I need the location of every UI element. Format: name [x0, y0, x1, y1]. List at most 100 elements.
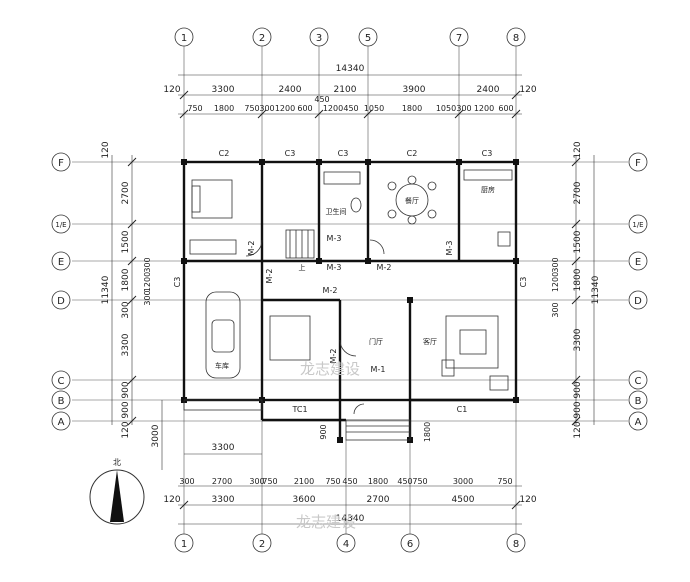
- door-tag: M-3: [327, 263, 342, 272]
- bottom-dim: 4500: [452, 495, 475, 505]
- door-tag: M-2: [329, 349, 338, 364]
- axis-bottom-5: 8: [513, 539, 519, 550]
- left-dim: 900: [121, 401, 131, 418]
- axis-top-5: 7: [456, 33, 462, 44]
- watermark: 龙志建设: [300, 360, 360, 378]
- top-dim: 120: [163, 85, 180, 95]
- right-inner-dim: 1200: [551, 272, 560, 292]
- axis-bottom-2: 2: [259, 539, 265, 550]
- top-dim-small: 450: [343, 104, 358, 113]
- left-dim: 1800: [121, 268, 131, 291]
- axis-bottom-3: 4: [343, 539, 349, 550]
- top-total-dim: 14340: [336, 64, 365, 74]
- right-dim: 900: [573, 381, 583, 398]
- window-tag: C3: [285, 149, 296, 158]
- axis-left-2: 1/E: [55, 221, 66, 229]
- top-dim-small: 300: [456, 104, 471, 113]
- bottom-dim: 120: [163, 495, 180, 505]
- door-tag: M-3: [327, 234, 342, 243]
- right-dim: 900: [573, 401, 583, 418]
- axis-right-3: E: [635, 257, 641, 268]
- left-inner-dim: 1200: [143, 272, 152, 292]
- right-porch-dim: 1800: [423, 422, 432, 442]
- right-total-dim: 11340: [591, 275, 601, 304]
- bottom-dim-small: 3000: [453, 477, 473, 486]
- room-label-bathroom: 卫生间: [326, 207, 347, 216]
- left-total-dim: 11340: [101, 275, 111, 304]
- axis-left-6: B: [58, 396, 65, 407]
- left-inner-dim: 300: [143, 290, 152, 305]
- top-dim: 2400: [477, 85, 500, 95]
- bottom-dim-small: 1800: [368, 477, 388, 486]
- watermark: 龙志建设: [296, 513, 356, 531]
- dimension-ticks: [127, 90, 581, 510]
- axis-top-3: 3: [316, 33, 322, 44]
- left-dim: 3300: [121, 333, 131, 356]
- left-dim-top: 120: [101, 141, 111, 158]
- top-dim-small: 300: [259, 104, 274, 113]
- left-dim: 1500: [121, 230, 131, 253]
- axis-left-5: C: [58, 376, 65, 387]
- right-inner-dim: 300: [551, 302, 560, 317]
- axis-top-4: 5: [365, 33, 371, 44]
- axis-top-2: 2: [259, 33, 265, 44]
- room-label-garage: 车库: [215, 361, 229, 370]
- right-dim: 1500: [573, 230, 583, 253]
- top-dim: 3900: [403, 85, 426, 95]
- top-dim-small: 1200: [323, 104, 343, 113]
- room-labels: 卫生间 餐厅 厨房 车库 门厅 客厅 上 900: [215, 185, 495, 440]
- door-tag: M-2: [247, 241, 256, 256]
- axis-right-2: 1/E: [632, 221, 643, 229]
- top-dim-small: 750: [244, 104, 259, 113]
- furniture: [189, 169, 513, 415]
- north-arrow-pointer: [110, 470, 124, 522]
- left-dimension-text: 120 11340 2700 1500 1800 300 3300 900 90…: [101, 141, 235, 453]
- top-dim-small: 1050: [364, 104, 384, 113]
- bottom-dim-small: 450: [397, 477, 412, 486]
- door-tags: M-2 M-3 M-3 M-2 M-3 M-2 M-2 M-1 M-2: [247, 234, 454, 374]
- bottom-total-dim: 14340: [336, 514, 365, 524]
- axis-right-1: F: [635, 158, 641, 169]
- axis-left-4: D: [57, 296, 65, 307]
- axis-right-4: D: [634, 296, 642, 307]
- right-inner-dim: 300: [551, 257, 560, 272]
- axis-labels: 1 2 3 5 7 8 1 2 4 6 8 F 1/E E D C B A F …: [55, 33, 643, 550]
- window-tag: C3: [482, 149, 493, 158]
- right-dim-top: 120: [573, 141, 583, 158]
- door-tag: M-3: [445, 241, 454, 256]
- window-tag: C2: [407, 149, 418, 158]
- window-tag: C3: [519, 277, 528, 288]
- axis-right-7: A: [635, 417, 642, 428]
- bottom-dimension-text: 300 2700 300 750 2100 750 450 1800 450 7…: [163, 477, 536, 524]
- top-dim: 2100: [334, 85, 357, 95]
- axis-top-1: 1: [181, 33, 187, 44]
- bottom-dim-small: 300: [249, 477, 264, 486]
- bottom-dim-small: 2100: [294, 477, 314, 486]
- door-tag: M-2: [377, 263, 392, 272]
- bottom-dim: 2700: [367, 495, 390, 505]
- porch-steps: [183, 399, 411, 441]
- left-dim: 900: [121, 381, 131, 398]
- bottom-dim-small: 450: [342, 477, 357, 486]
- window-tag: C2: [219, 149, 230, 158]
- window-tag: TC1: [291, 405, 307, 414]
- top-dim-small: 600: [498, 104, 513, 113]
- axis-top-6: 8: [513, 33, 519, 44]
- door-tag: M-2: [323, 286, 338, 295]
- top-dim: 3300: [212, 85, 235, 95]
- axis-left-7: A: [58, 417, 65, 428]
- top-dim: 120: [519, 85, 536, 95]
- bottom-dim-small: 750: [412, 477, 427, 486]
- window-tags: C2 C3 C3 C2 C3 C3 C3 C1 TC1: [173, 149, 528, 414]
- window-tag: C1: [457, 405, 468, 414]
- top-dim-small: 1800: [402, 104, 422, 113]
- top-dim-small: 1050: [436, 104, 456, 113]
- axis-bottom-4: 6: [407, 539, 413, 550]
- window-tag: C3: [338, 149, 349, 158]
- walls: [182, 160, 518, 440]
- top-dim-small: 1800: [214, 104, 234, 113]
- stair-up-mark: 上: [299, 263, 306, 272]
- bottom-dim-small: 300: [179, 477, 194, 486]
- right-dim: 2700: [573, 181, 583, 204]
